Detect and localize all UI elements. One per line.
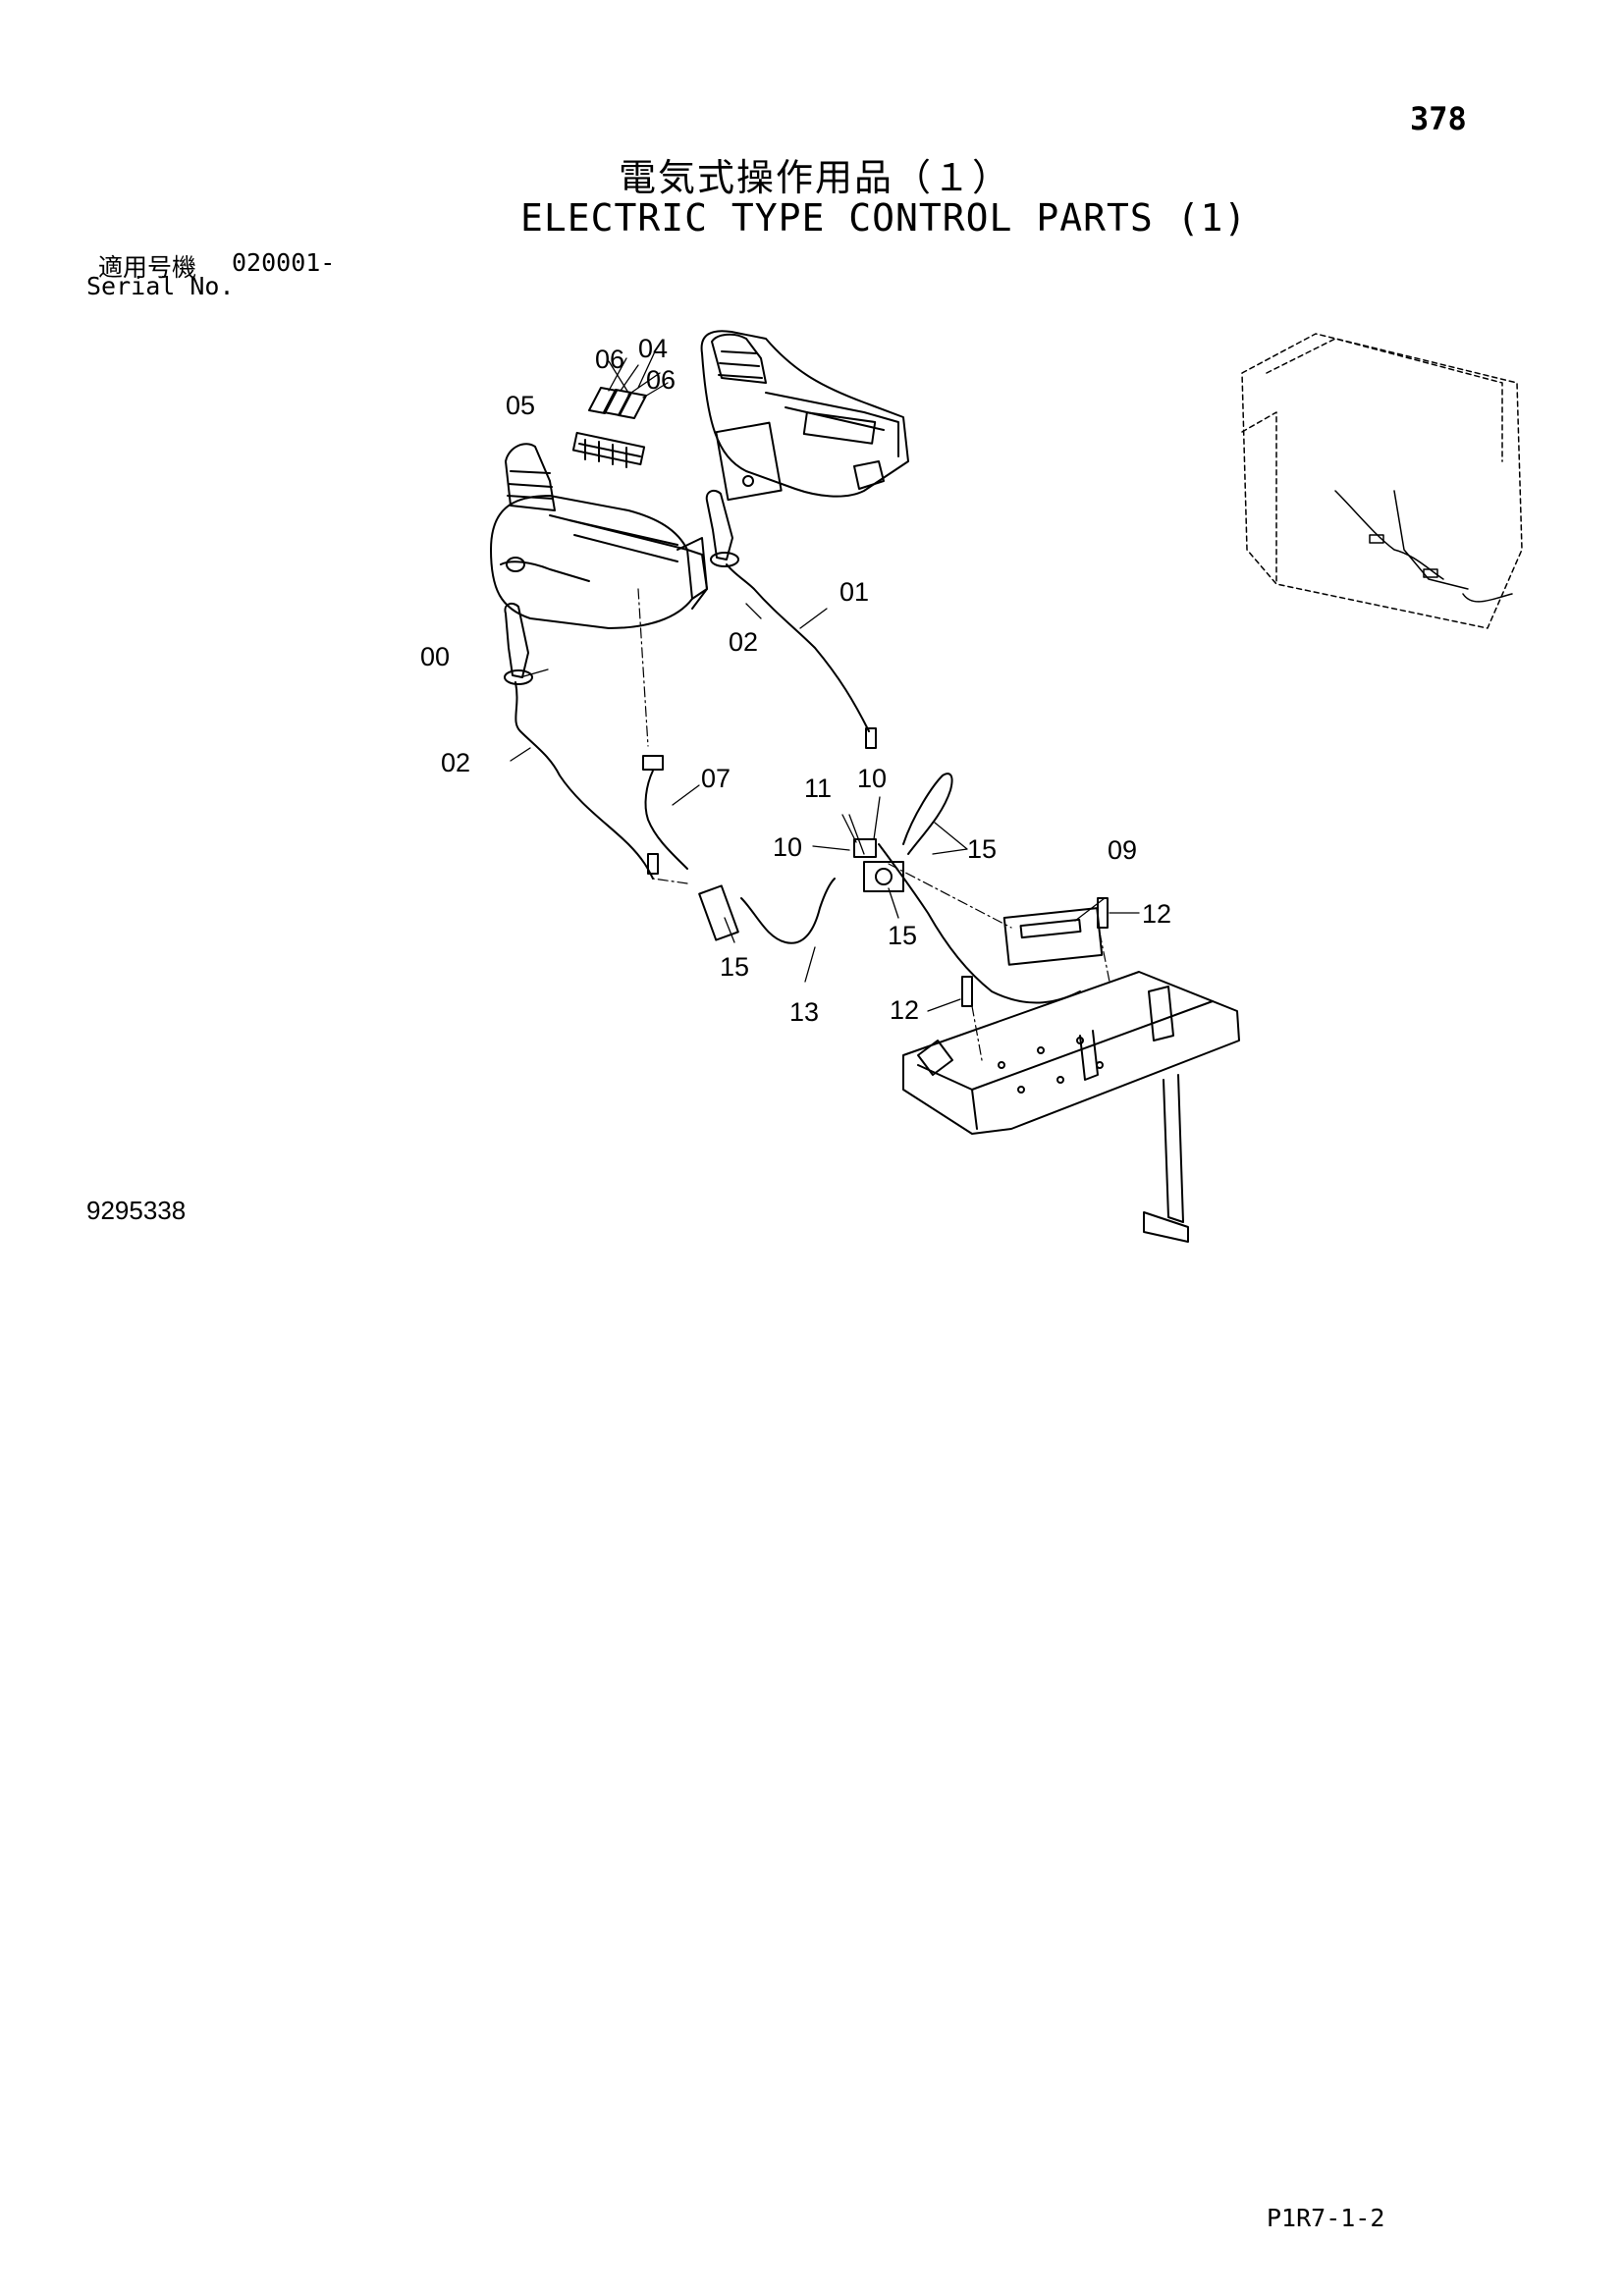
cab-inset-illustration bbox=[1241, 333, 1523, 629]
leader-15-left bbox=[724, 917, 735, 943]
callout-13: 13 bbox=[789, 997, 819, 1027]
callout-06-right: 06 bbox=[646, 365, 676, 395]
callout-00: 00 bbox=[420, 642, 450, 671]
connector-02-left bbox=[647, 853, 659, 875]
leader-09 bbox=[1074, 897, 1106, 922]
bracket-15-left bbox=[698, 884, 739, 941]
leader-01 bbox=[799, 608, 828, 629]
leader-12-left bbox=[927, 998, 961, 1012]
callout-10-lower: 10 bbox=[773, 832, 802, 862]
callout-02-right: 02 bbox=[729, 627, 758, 657]
leader-05 bbox=[608, 360, 629, 394]
serial-number-value: 020001- bbox=[232, 248, 336, 277]
controller-09 bbox=[1002, 907, 1104, 966]
title-japanese: 電気式操作用品（１） bbox=[619, 156, 1012, 199]
leader-02-left bbox=[510, 747, 531, 762]
cable-harness-main bbox=[878, 843, 1081, 1004]
callout-01: 01 bbox=[839, 577, 869, 607]
drawing-number: 9295338 bbox=[86, 1196, 187, 1225]
callout-10-upper: 10 bbox=[857, 764, 887, 793]
callout-09: 09 bbox=[1108, 835, 1137, 865]
cable-harness-02-right bbox=[726, 563, 870, 732]
connector-07 bbox=[642, 755, 664, 771]
callout-12-right: 12 bbox=[1142, 899, 1171, 929]
callout-15-right: 15 bbox=[967, 834, 997, 864]
joystick-left-illustration bbox=[504, 602, 533, 685]
leader-11 bbox=[841, 814, 865, 855]
relay-10 bbox=[853, 838, 877, 858]
page-code: P1R7-1-2 bbox=[1267, 2204, 1385, 2232]
connector-02-right bbox=[865, 727, 877, 749]
cable-harness-07 bbox=[644, 770, 688, 870]
callout-04: 04 bbox=[638, 334, 668, 363]
leader-02-right bbox=[745, 603, 762, 619]
right-console-illustration bbox=[700, 330, 909, 502]
callout-05: 05 bbox=[506, 391, 535, 420]
leader-15-center bbox=[888, 887, 899, 919]
cable-harness-13 bbox=[740, 878, 836, 944]
serial-label-english: Serial No. bbox=[86, 272, 235, 300]
leader-06-left bbox=[608, 357, 639, 392]
leader-06-right bbox=[627, 372, 669, 399]
leader-10-upper bbox=[873, 796, 881, 840]
leader-13 bbox=[804, 946, 816, 983]
callout-15-left: 15 bbox=[720, 952, 749, 982]
callout-07: 07 bbox=[701, 764, 731, 793]
callout-15-center: 15 bbox=[888, 921, 917, 950]
leader-00 bbox=[519, 668, 549, 678]
leader-15-right bbox=[932, 822, 968, 855]
clamp-12-right bbox=[1097, 897, 1109, 929]
callout-06-left: 06 bbox=[595, 345, 624, 374]
left-console-illustration bbox=[490, 387, 708, 629]
serial-label-japanese: 適用号機 bbox=[98, 253, 197, 282]
leader-07 bbox=[672, 784, 700, 806]
clamp-12-left bbox=[961, 976, 973, 1007]
relay-block-15 bbox=[863, 861, 904, 892]
cable-harness-02-left bbox=[514, 681, 654, 880]
callout-11: 11 bbox=[804, 774, 832, 803]
base-frame-illustration bbox=[902, 971, 1240, 1243]
callout-12-left: 12 bbox=[890, 995, 919, 1025]
leader-04 bbox=[637, 348, 657, 389]
joystick-right-illustration bbox=[705, 489, 739, 567]
leader-10-lower bbox=[812, 845, 850, 851]
callout-02-left: 02 bbox=[441, 748, 470, 777]
page-number: 378 bbox=[1410, 100, 1467, 137]
title-english: ELECTRIC TYPE CONTROL PARTS (1) bbox=[520, 196, 1248, 240]
